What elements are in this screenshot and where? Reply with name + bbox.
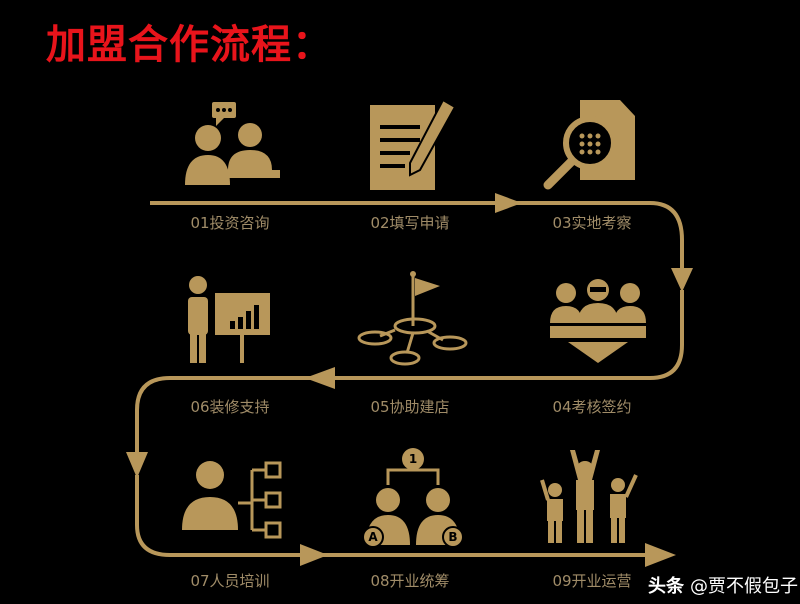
svg-text:A: A <box>368 530 378 544</box>
inspection-magnifier-icon <box>543 100 635 190</box>
staff-hierarchy-icon <box>182 461 282 539</box>
svg-text:1: 1 <box>409 452 417 466</box>
arrow-left-icon <box>305 367 335 389</box>
arrow-down-icon <box>671 268 693 292</box>
watermark-author: @贾不假包子 <box>690 576 798 597</box>
application-form-icon <box>370 98 457 190</box>
step-label-01: 01投资咨询 <box>190 214 270 232</box>
step-label-08: 08开业统筹 <box>370 572 450 590</box>
step-label-05: 05协助建店 <box>370 398 450 416</box>
arrow-down-icon <box>126 452 148 478</box>
store-location-flag-icon <box>357 271 468 366</box>
step-label-04: 04考核签约 <box>552 398 632 416</box>
step-label-06: 06装修支持 <box>190 398 270 416</box>
consultation-icon <box>185 102 280 185</box>
watermark-platform: 头条 <box>648 576 684 597</box>
arrow-right-icon <box>645 543 676 567</box>
team-coordination-icon: 1A B <box>362 448 464 548</box>
page-title: 加盟合作流程： <box>46 22 333 68</box>
presentation-chart-icon <box>188 276 270 363</box>
celebrating-team-icon <box>540 450 638 543</box>
step-label-09: 09开业运营 <box>552 572 632 590</box>
signing-meeting-icon <box>550 279 646 363</box>
watermark: 头条 @贾不假包子 <box>648 572 798 598</box>
step-label-03: 03实地考察 <box>552 214 632 232</box>
arrow-right-icon <box>495 193 522 213</box>
arrow-right-icon <box>300 544 328 566</box>
step-label-07: 07人员培训 <box>190 572 270 590</box>
step-label-02: 02填写申请 <box>370 214 450 232</box>
svg-text:B: B <box>448 530 457 544</box>
